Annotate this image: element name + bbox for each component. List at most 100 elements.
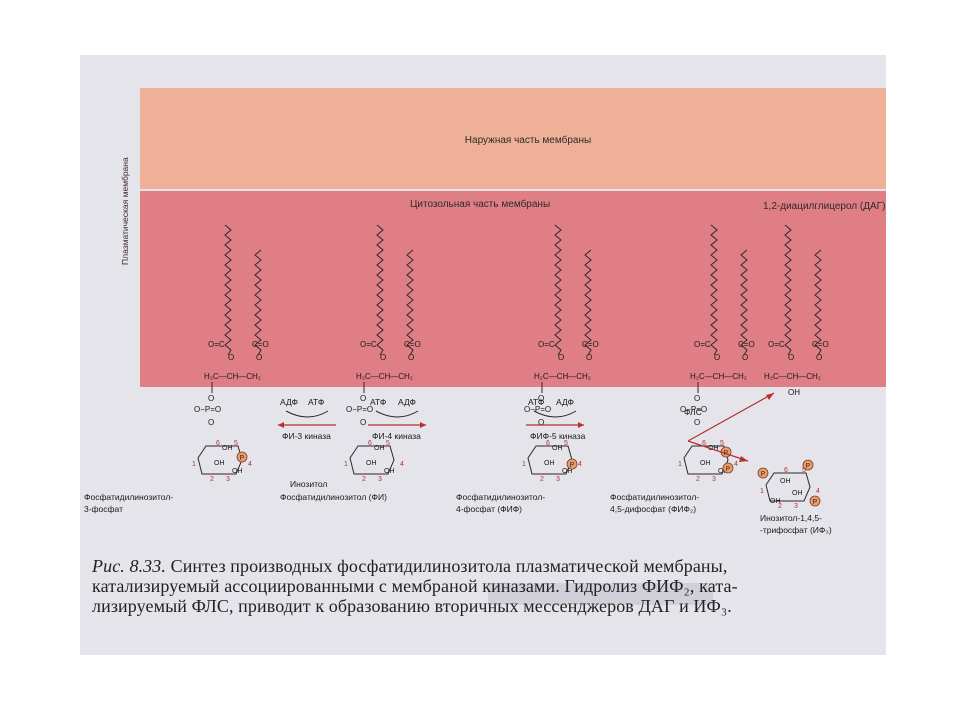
phosphate-oxygen-top: O (694, 394, 700, 403)
ester-right-label: C=O (252, 340, 269, 349)
ester-right-label: C=O (738, 340, 755, 349)
ring-position-number: 2 (362, 476, 366, 483)
phosphate-group-label: O−P=O (346, 405, 373, 414)
figure-caption: Рис. 8.33. Синтез производных фосфатидил… (92, 556, 892, 616)
hydroxyl-label: OH (770, 498, 781, 505)
ring-position-number: 5 (720, 440, 724, 447)
obscured-caption-block (488, 583, 713, 605)
molecule-label-4: Фосфатидилинозитол- 4,5-дифосфат (ФИФ₂) (610, 492, 699, 514)
caption-figure-number: Рис. 8.33. (92, 556, 166, 576)
reaction-cofactor-right: АДФ (556, 397, 574, 407)
acyl-chain-left (554, 224, 562, 356)
phosphate-circle (809, 495, 821, 507)
acyl-chain-right (254, 249, 262, 356)
kinase-reaction-2: АТФ АДФ ФИ-4 киназа (368, 397, 426, 441)
phosphate-oxygen-top: O (538, 394, 544, 403)
hydroxyl-label: OH (552, 445, 563, 452)
phosphate-label: P (761, 471, 766, 478)
ring-position-number: 4 (578, 461, 582, 468)
ring-position-number: 1 (192, 461, 196, 468)
ester-right-label: C=O (404, 340, 421, 349)
ester-left-label: O=C (360, 340, 377, 349)
hydroxyl-label: OH (780, 478, 791, 485)
caption-text-1: Синтез производных фосфатидилинозитола п… (170, 556, 728, 576)
phosphate-oxygen-bottom: O (694, 418, 700, 427)
molecule-label-3: Фосфатидилинозитол- 4-фосфат (ФИФ) (456, 492, 545, 514)
kinase-enzyme-label: ФИ-3 киназа (282, 431, 331, 441)
molecule-label-2: Фосфатидилинозитол (ФИ)Инозитол (280, 479, 387, 502)
ester-oxygen-right: O (816, 353, 822, 362)
reaction-cofactor-right: АТФ (308, 397, 324, 407)
ring-position-number: 5 (564, 440, 568, 447)
acyl-chain-right (584, 249, 592, 356)
phosphate-oxygen-bottom: O (208, 418, 214, 427)
molecule-name-line-2: 4-фосфат (ФИФ) (456, 504, 522, 514)
inositol-ring (683, 445, 729, 475)
acyl-chain-right (814, 249, 822, 356)
ester-right-label: C=O (812, 340, 829, 349)
ring-position-number: 1 (522, 461, 526, 468)
kinase-enzyme-label: ФИ-4 киназа (372, 431, 421, 441)
ring-position-number: 5 (234, 440, 238, 447)
kinase-enzyme-label: ФИФ-5 киназа (530, 431, 586, 441)
ring-position-number: 4 (734, 461, 738, 468)
acyl-chain-left (224, 224, 232, 356)
inositol-ring-label: Инозитол (290, 479, 327, 489)
ring-position-number: 6 (784, 467, 788, 474)
acyl-chain-left (710, 224, 718, 356)
hydroxyl-label: OH (366, 460, 377, 467)
ring-position-number: 2 (210, 476, 214, 483)
ring-position-number: 6 (368, 440, 372, 447)
phosphate-oxygen-bottom: O (538, 418, 544, 427)
cofactor-curve (285, 410, 329, 418)
hydroxyl-label: OH (792, 490, 803, 497)
molecule-name-line-1: Фосфатидилинозитол- (84, 492, 173, 502)
ring-position-number: 4 (400, 461, 404, 468)
ring-position-number: 4 (816, 488, 820, 495)
reaction-cofactor-left: АТФ (370, 397, 386, 407)
hydrolysis-arrowhead-dag (766, 393, 774, 400)
reaction-cofactor-left: АТФ (528, 397, 544, 407)
ester-left-label: O=C (768, 340, 785, 349)
phosphate-circle (757, 467, 769, 479)
cofactor-curve (533, 410, 577, 418)
cytosolic-membrane-band (140, 191, 886, 387)
phosphate-oxygen-top: O (360, 394, 366, 403)
kinase-reaction-3: АТФ АДФ ФИФ-5 киназа (526, 397, 586, 441)
molecule-name-line-2: 3-фосфат (84, 504, 123, 514)
reaction-arrowhead (420, 422, 426, 428)
hydroxyl-label: OH (232, 468, 243, 475)
ester-left-label: O=C (694, 340, 711, 349)
molecule-name-line-1: Фосфатидилинозитол- (610, 492, 699, 502)
reaction-cofactor-right: АДФ (398, 397, 416, 407)
ester-left-label: O=C (538, 340, 555, 349)
molecule-name-line-2: 4,5-дифосфат (ФИФ₂) (610, 504, 696, 514)
ester-oxygen-left: O (788, 353, 794, 362)
cofactor-curve (375, 410, 419, 418)
phosphate-group-label: O−P=O (194, 405, 221, 414)
ester-oxygen-right: O (408, 353, 414, 362)
plc-enzyme-label: ФЛС (684, 407, 702, 417)
ester-oxygen-left: O (714, 353, 720, 362)
glycerol-backbone-label: H₂C—CH—CH₂ (690, 372, 747, 381)
acyl-chain-right (740, 249, 748, 356)
acyl-chain-left (784, 224, 792, 356)
hydroxyl-label: OH (562, 468, 573, 475)
hydrolysis-arrow-to-ip3 (687, 440, 749, 462)
phosphate-group-label: O−P=O (680, 405, 707, 414)
reaction-arrowhead (278, 422, 284, 428)
caption-line-1: Рис. 8.33. Синтез производных фосфатидил… (92, 556, 892, 576)
phosphate-circle (566, 458, 578, 470)
ip3-label-line-2: -трифосфат (ИФ₃) (760, 525, 832, 535)
ring-position-number: 2 (696, 476, 700, 483)
ring-position-number: 1 (760, 488, 764, 495)
molecule-name-line-1: Фосфатидилинозитол- (456, 492, 545, 502)
ester-oxygen-right: O (256, 353, 262, 362)
ester-left-label: O=C (208, 340, 225, 349)
glycerol-backbone-label: H₂C—CH—CH₂ (204, 372, 261, 381)
phosphate-label: P (570, 462, 575, 469)
